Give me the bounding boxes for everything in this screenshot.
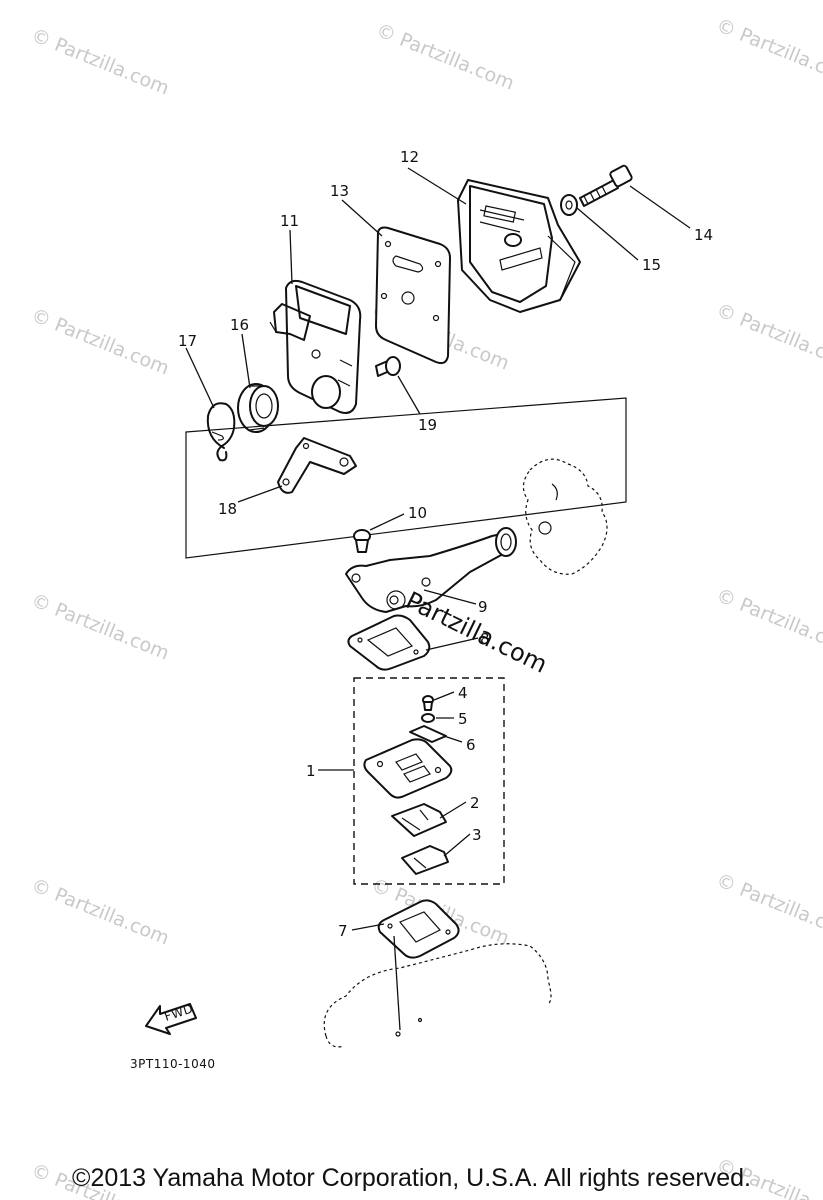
watermark-text: © Partzilla.com <box>713 14 823 89</box>
callout-13: 13 <box>330 182 349 200</box>
watermark-circle <box>386 590 406 610</box>
part-14-bolt <box>579 164 633 207</box>
callout-8: 8 <box>480 630 490 648</box>
callout-7: 7 <box>338 922 348 940</box>
part-5-washer <box>421 713 435 723</box>
callout-14: 14 <box>694 226 713 244</box>
watermark-text: © Partzilla.com <box>28 304 172 379</box>
watermark-text: © Partzilla.com <box>373 19 517 94</box>
callout-10: 10 <box>408 504 427 522</box>
callout-19: 19 <box>418 416 437 434</box>
watermark-text: © Partzilla.com <box>28 24 172 99</box>
part-9-intake-manifold <box>345 527 517 613</box>
assembly-boundary <box>185 397 627 559</box>
part-18-bracket <box>277 437 357 494</box>
callout-labels: 12 13 11 14 15 16 17 19 18 10 9 8 4 5 6 … <box>178 148 713 940</box>
reed-valve-body <box>363 738 453 799</box>
part-11-silencer-case <box>269 279 362 414</box>
fwd-arrow-icon: FWD <box>145 1001 197 1035</box>
part-7-gasket <box>377 899 460 959</box>
callout-1: 1 <box>306 762 316 780</box>
callout-12: 12 <box>400 148 419 166</box>
part-3-reed-stopper <box>401 845 449 875</box>
leader-lines <box>185 167 691 1031</box>
callout-9: 9 <box>478 598 488 616</box>
engine-outline-lower <box>323 943 552 1048</box>
part-19-screw <box>375 356 401 377</box>
part-12-silencer-cover <box>457 179 581 313</box>
callout-18: 18 <box>218 500 237 518</box>
callout-2: 2 <box>470 794 480 812</box>
part-8-gasket <box>347 614 431 671</box>
callout-4: 4 <box>458 684 468 702</box>
watermark-center: Partzilla.com <box>401 586 551 678</box>
callout-3: 3 <box>472 826 482 844</box>
part-16-joint <box>237 383 279 433</box>
callout-6: 6 <box>466 736 476 754</box>
callout-16: 16 <box>230 316 249 334</box>
engine-outline-upper <box>522 458 608 575</box>
callout-11: 11 <box>280 212 299 230</box>
callout-15: 15 <box>642 256 661 274</box>
part-17-clip <box>206 402 236 462</box>
part-15-washer <box>560 194 578 216</box>
callout-17: 17 <box>178 332 197 350</box>
part-13-gasket <box>375 226 451 365</box>
part-2-reed <box>391 803 447 837</box>
part-10-screw <box>353 529 371 553</box>
watermark-text: © Partzilla.com <box>28 874 172 949</box>
diagram-code: 3PT110-1040 <box>130 1057 215 1071</box>
reed-valve-assembly-boundary <box>353 677 505 885</box>
callout-5: 5 <box>458 710 468 728</box>
watermark-text: © Partzilla.com <box>713 584 823 659</box>
watermark-text: © Partzilla.com <box>28 589 172 664</box>
watermark-text: © Partzilla.com <box>713 869 823 944</box>
part-4-screw <box>422 695 434 711</box>
copyright-notice: ©2013 Yamaha Motor Corporation, U.S.A. A… <box>72 1164 751 1192</box>
watermark-text: © Partzilla.com <box>713 299 823 374</box>
